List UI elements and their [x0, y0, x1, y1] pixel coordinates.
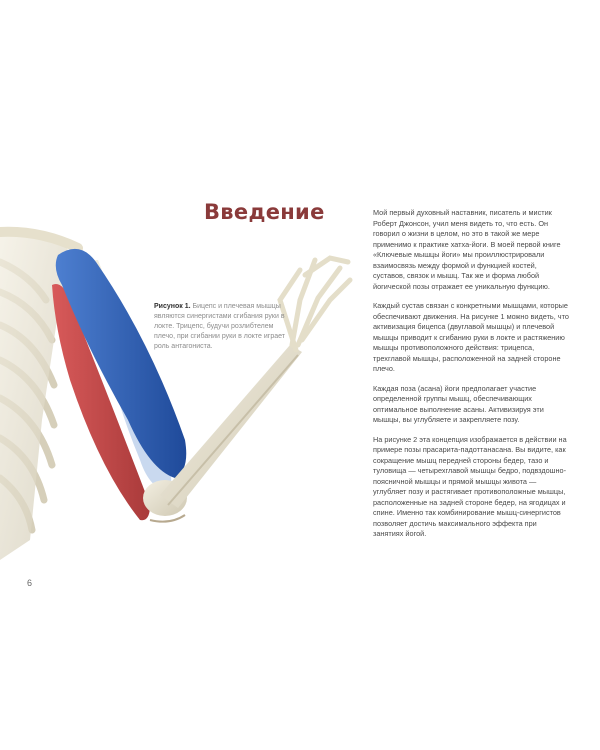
clavicle [0, 226, 83, 253]
body-text-column: Мой первый духовный наставник, писатель … [373, 208, 569, 549]
paragraph-3: Каждая поза (асана) йоги предполагает уч… [373, 383, 544, 425]
figure-caption: Рисунок 1. Бицепс и плечевая мышцы являю… [154, 302, 296, 352]
forearm-bones [160, 345, 302, 508]
hand-bones [277, 255, 353, 353]
caption-label: Рисунок 1. [154, 303, 191, 310]
caption-text: Бицепс и плечевая мышцы являются синерги… [154, 303, 286, 350]
paragraph-1: Мой первый духовный наставник, писатель … [373, 208, 561, 291]
paragraph-4: На рисунке 2 эта концепция изображается … [373, 434, 567, 539]
anatomy-illustration [0, 226, 353, 560]
shoulder-blade [0, 228, 78, 560]
page-number: 6 [27, 578, 33, 588]
triceps-muscle [52, 284, 150, 521]
page-title: Введение [204, 200, 325, 224]
paragraph-2: Каждый сустав связан с конкретными мышца… [373, 301, 569, 373]
biceps-muscle [55, 248, 187, 478]
